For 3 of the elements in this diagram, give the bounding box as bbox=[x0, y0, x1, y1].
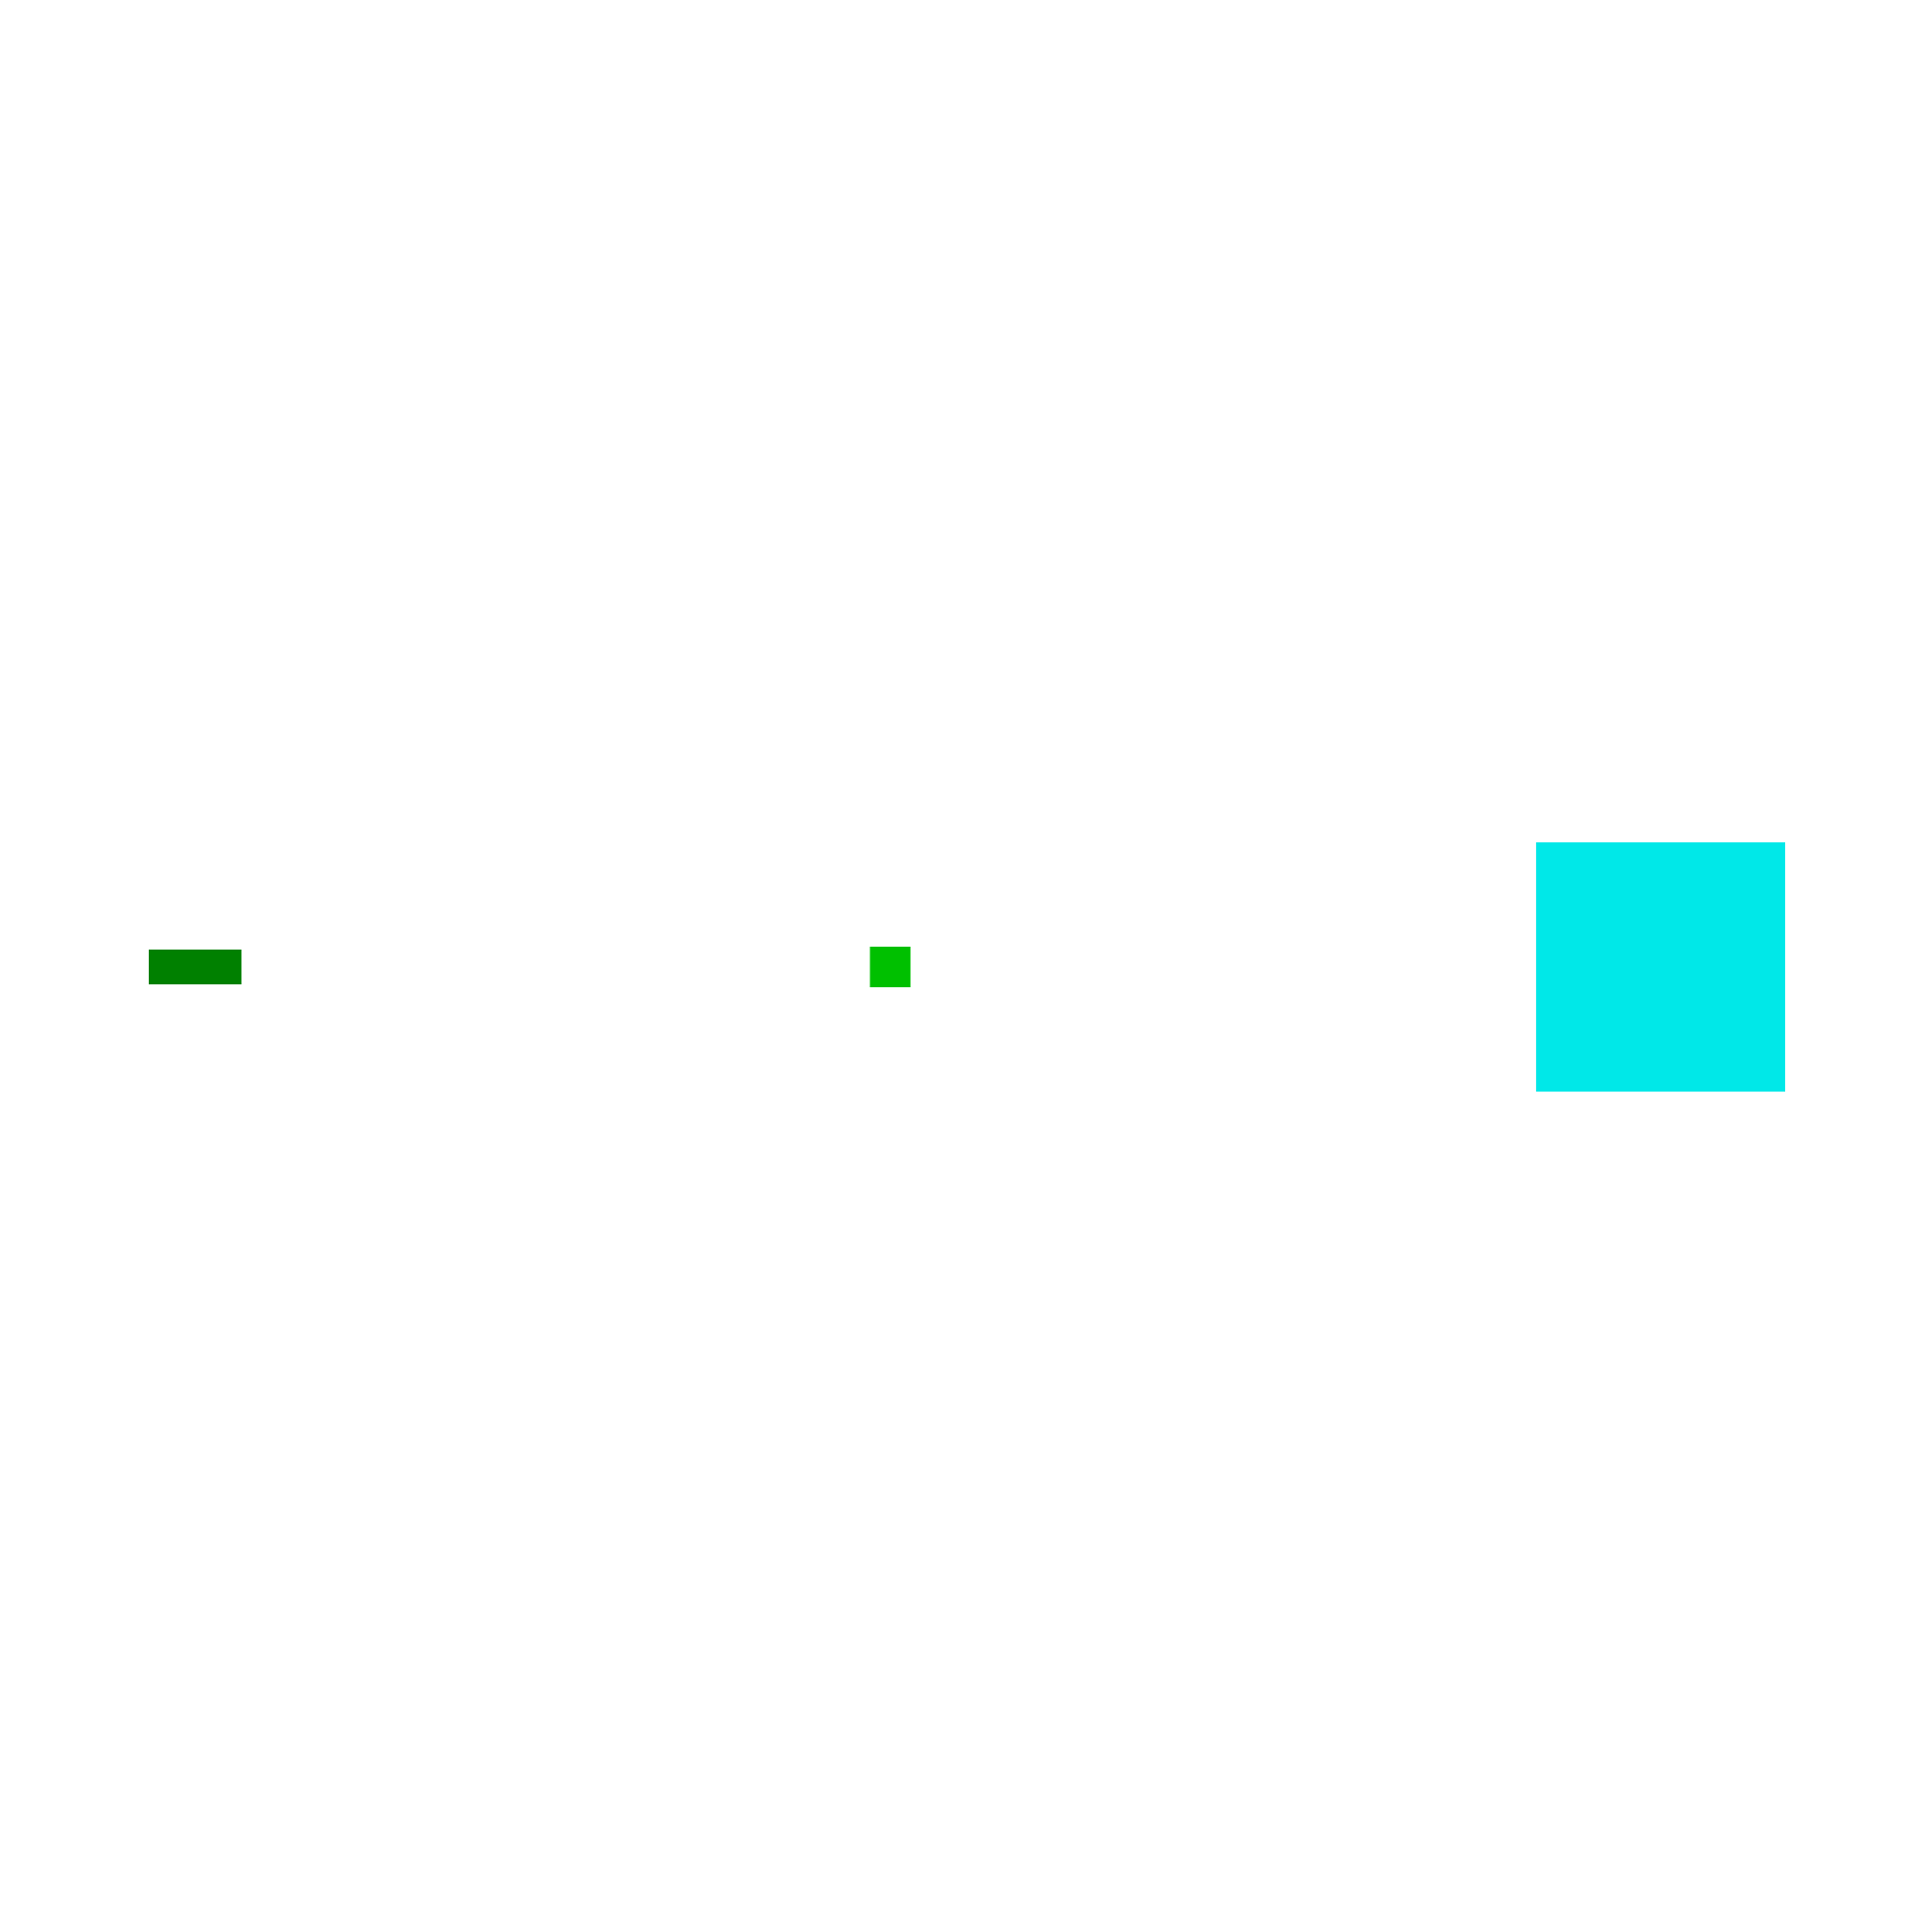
node-bar bbox=[148, 949, 241, 983]
node-box bbox=[868, 946, 910, 986]
node-box bbox=[1535, 841, 1784, 1091]
